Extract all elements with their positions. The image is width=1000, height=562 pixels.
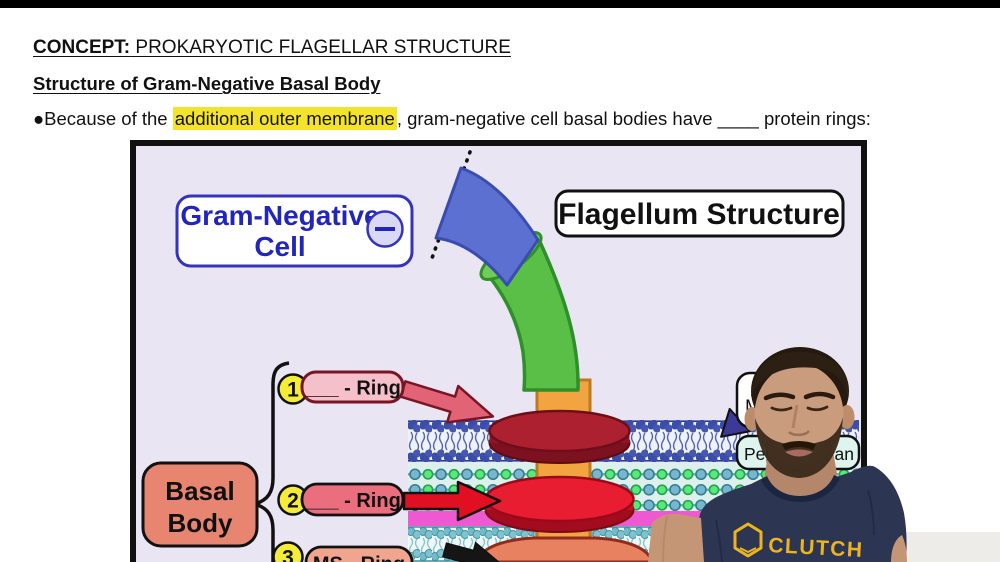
- shirt-fold-right: [867, 489, 875, 536]
- p-ring: [484, 475, 635, 533]
- cell-box: [175, 194, 414, 268]
- basal-body-line1: Basal: [165, 476, 234, 506]
- cell-type-label: Gram-Negative Cell: [175, 194, 414, 268]
- diagram-title: Flagellum Structure: [554, 189, 845, 238]
- left-arm-shadow: [662, 515, 668, 562]
- filament-blue: [434, 166, 540, 287]
- ring2-label: ___ - Ring: [304, 490, 401, 512]
- bullet-text-post: , gram-negative cell basal bodies have _…: [396, 108, 871, 129]
- ring2-box: [300, 482, 405, 517]
- basal-body-line2: Body: [168, 508, 234, 538]
- ring3-box: [304, 545, 414, 562]
- ring2-number: 2: [287, 490, 299, 513]
- concept-label: CONCEPT:: [33, 37, 131, 58]
- ms-ring-dome: [475, 536, 654, 562]
- diagram-title-text: Flagellum Structure: [558, 198, 840, 231]
- eye-left: [770, 406, 793, 412]
- cell-label-line1: Gram-Negative: [180, 200, 379, 231]
- instructor-lips: [785, 449, 813, 457]
- basal-body-box: [141, 461, 259, 548]
- instructor-right-arm: [891, 535, 907, 562]
- clutch-logo: CLUTCH: [733, 522, 864, 562]
- cell-label-line2: Cell: [254, 231, 305, 262]
- ring1-number: 1: [287, 379, 299, 402]
- webcam-background-shading: [906, 532, 1000, 562]
- eye-right: [806, 405, 829, 412]
- shirt-fold-left: [715, 519, 723, 562]
- bullet-text-pre: ●Because of the: [33, 108, 173, 129]
- ring3-label: MS - Ring: [313, 554, 405, 562]
- ring3-number: 3: [282, 547, 294, 562]
- eyebrow-left: [763, 392, 796, 401]
- number-badge-3: [272, 541, 304, 562]
- ring3-arrow: [442, 541, 505, 562]
- instructor-beard: [755, 417, 843, 478]
- diagram-title-box: [554, 189, 845, 238]
- instructor-hairline: [751, 351, 849, 398]
- ring1-box: [300, 370, 405, 404]
- instructor-webcam: CLUTCH: [648, 347, 907, 562]
- ring-label-2: 2 ___ - Ring: [277, 482, 405, 517]
- nose-line: [791, 404, 799, 429]
- shirt-logo-text: CLUTCH: [768, 534, 864, 562]
- hexagon-logo-inner: [739, 547, 757, 554]
- nostril-line: [788, 430, 810, 437]
- concept-heading: CONCEPT: PROKARYOTIC FLAGELLAR STRUCTURE: [33, 37, 511, 59]
- ring-label-3: 3 MS - Ring: [272, 541, 414, 562]
- basal-body-brace: [249, 361, 290, 562]
- instructor-head: [744, 347, 855, 478]
- flagellum-hook-and-filament: [434, 166, 580, 392]
- ring2-arrow: [402, 480, 502, 522]
- flagellum-rod: [535, 378, 592, 562]
- eyebrow-right: [803, 391, 836, 400]
- basal-body-label: Basal Body: [141, 461, 259, 548]
- hexagon-logo-icon: [733, 522, 763, 558]
- ring1-label: ___ - Ring: [304, 378, 401, 400]
- subtitle-heading: Structure of Gram-Negative Basal Body: [33, 73, 381, 94]
- instructor-shirt: [699, 465, 907, 562]
- instructor-left-arm: [648, 513, 704, 562]
- shirt-collar: [761, 475, 840, 502]
- ring1-arrow: [399, 380, 495, 424]
- bullet-line: ●Because of the additional outer membran…: [33, 107, 871, 130]
- l-ring: [488, 409, 631, 464]
- highlighted-phrase: additional outer membrane: [172, 107, 397, 130]
- concept-title: PROKARYOTIC FLAGELLAR STRUCTURE: [130, 37, 511, 58]
- video-top-bar: [0, 0, 1000, 8]
- instructor-mustache: [782, 441, 816, 450]
- instructor-face: [754, 364, 844, 466]
- ring-label-1: 1 ___ - Ring: [277, 370, 405, 405]
